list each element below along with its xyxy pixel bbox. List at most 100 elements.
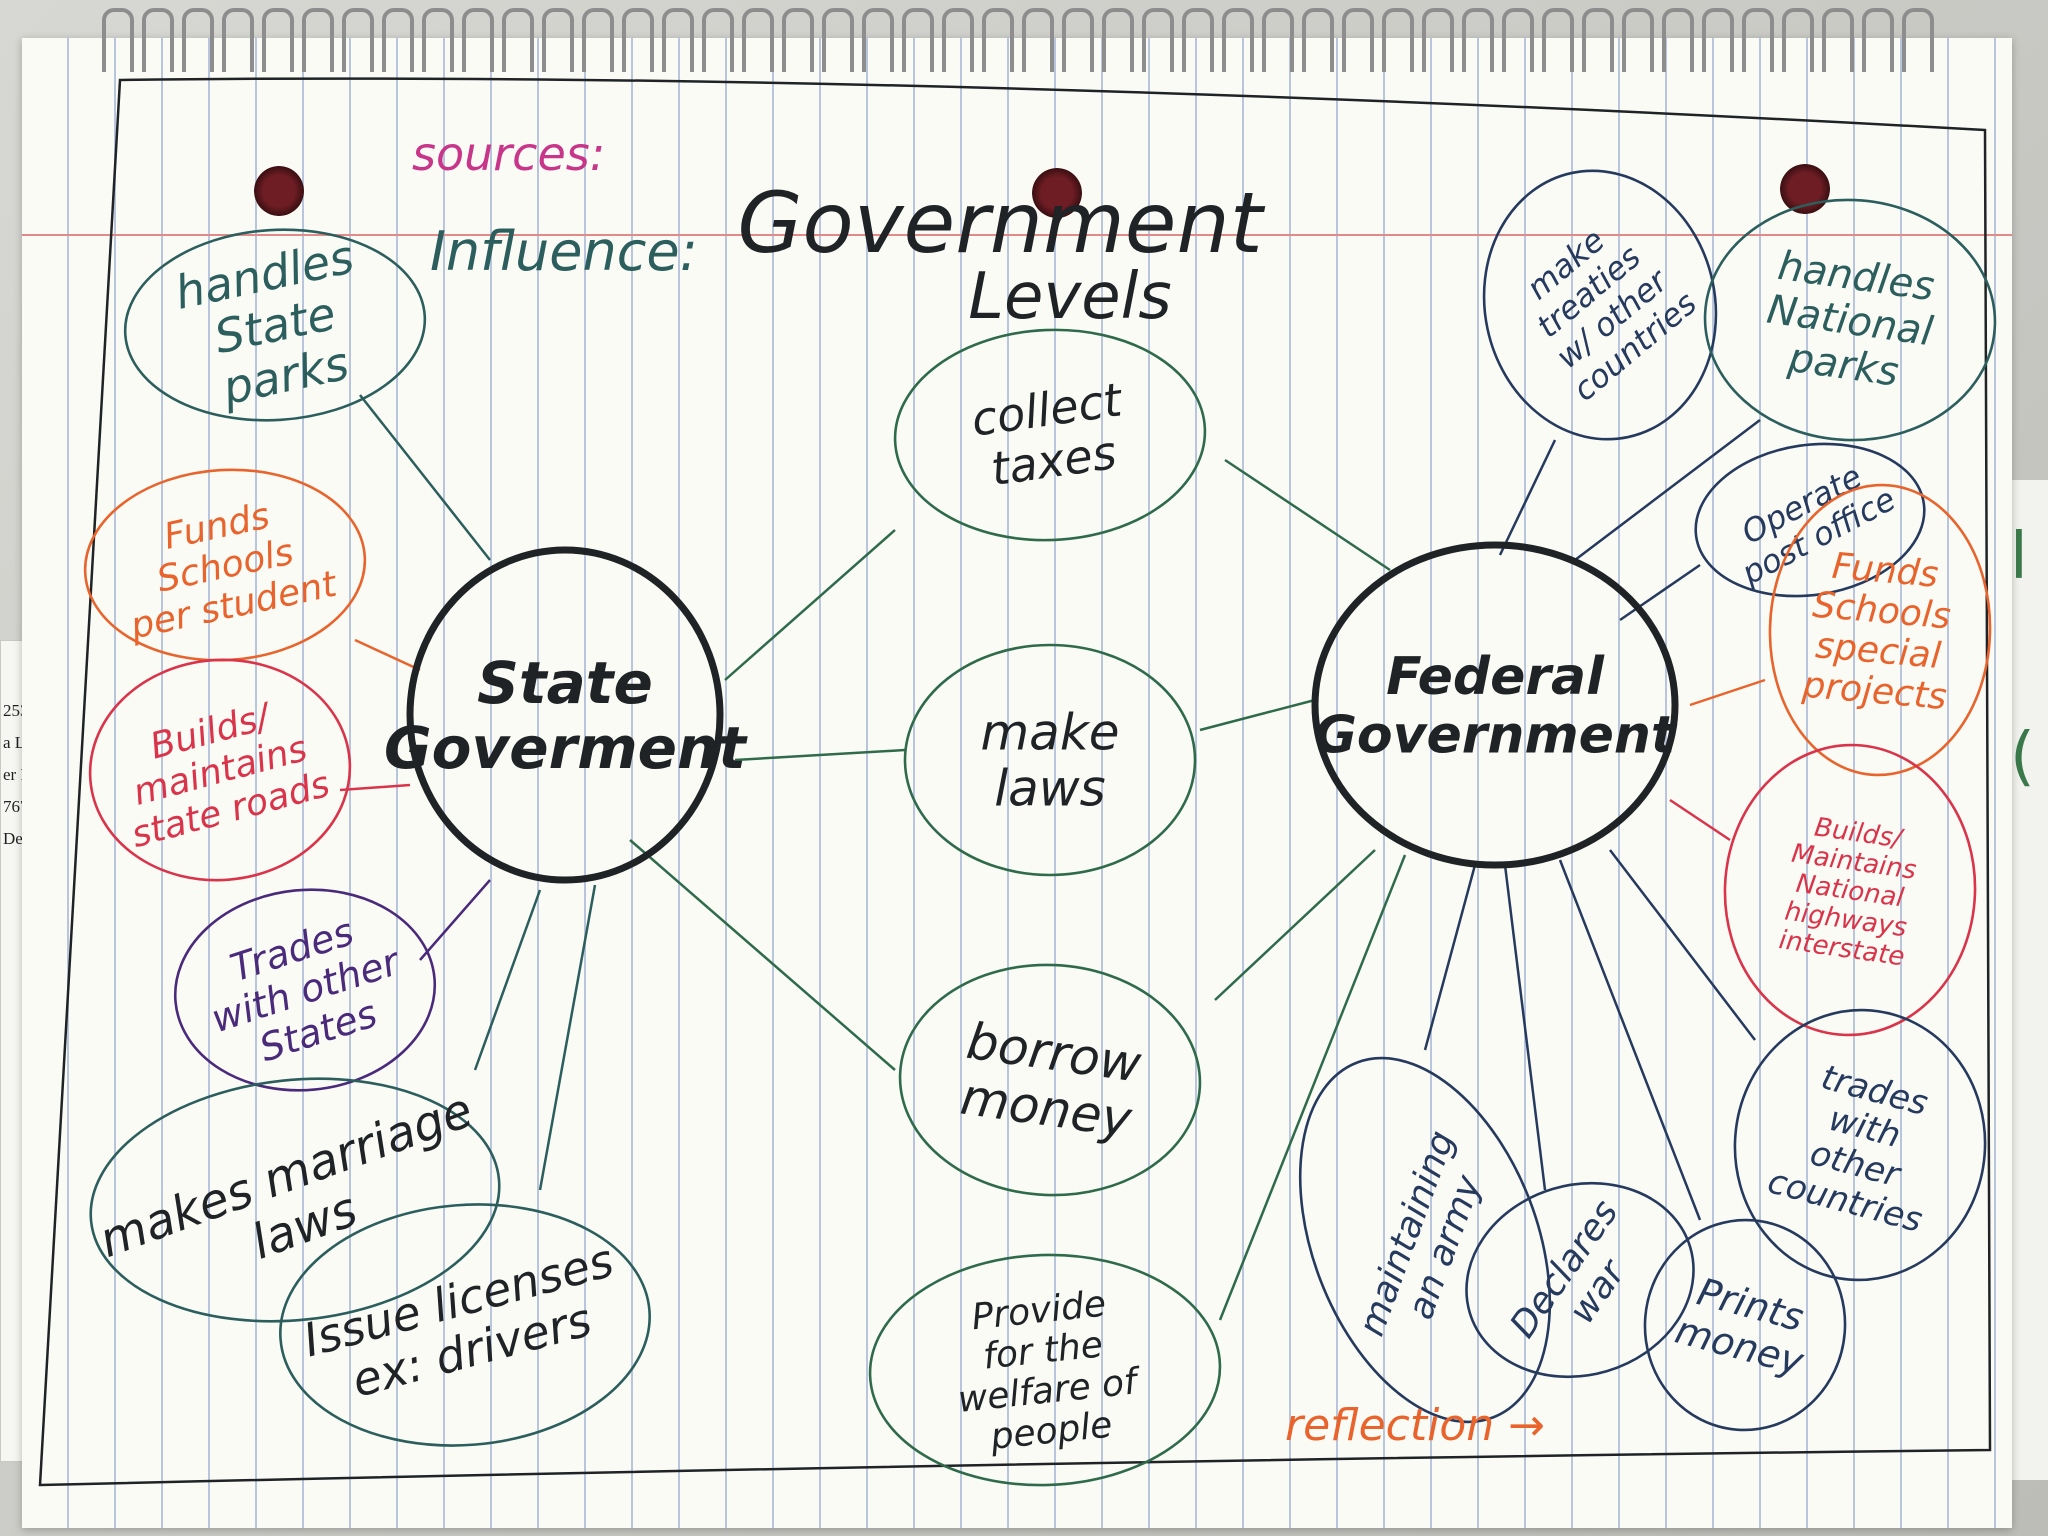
connector-line: [1609, 849, 1756, 1041]
sources-label: sources:: [412, 127, 605, 181]
node-label: Builds/MaintainsNationalhighwaysintersta…: [1777, 810, 1923, 973]
punch-hole: [254, 166, 304, 216]
spiral-coil: [742, 8, 774, 72]
shared-node: borrowmoney: [898, 963, 1202, 1197]
node-label: Builds/maintainsstate roads: [106, 686, 334, 856]
federal-node: tradeswithothercountries: [1733, 1008, 1987, 1282]
spiral-coil: [1742, 8, 1774, 72]
connector-line: [629, 839, 896, 1071]
connector-line: [724, 529, 896, 681]
spiral-coil: [1182, 8, 1214, 72]
punch-hole: [1032, 168, 1082, 218]
node-outline: [1298, 1056, 1552, 1424]
node-label: tradeswithothercountries: [1764, 1051, 1957, 1241]
node-label: maketreatiesw/ othercountries: [1496, 202, 1703, 409]
state-node: handlesStateparks: [123, 228, 427, 422]
connector-line: [1619, 563, 1701, 622]
spiral-coil: [1302, 8, 1334, 72]
spiral-coil: [462, 8, 494, 72]
spiral-coil: [182, 8, 214, 72]
connector-line: [1558, 859, 1702, 1221]
connector-line: [1224, 458, 1391, 572]
spiral-coil: [102, 8, 134, 72]
node-outline: [88, 658, 352, 882]
node-label: handlesNationalparks: [1758, 242, 1942, 399]
node-label: Tradeswith otherStates: [193, 898, 420, 1081]
spiral-coil: [1222, 8, 1254, 72]
node-outline: [123, 228, 427, 422]
connector-line: [359, 394, 491, 561]
spiral-coil: [902, 8, 934, 72]
connector-line: [339, 783, 411, 792]
node-label: Declareswar: [1502, 1193, 1659, 1369]
spiral-coil: [1142, 8, 1174, 72]
spiral-coil: [702, 8, 734, 72]
node-outline: [1694, 442, 1926, 598]
shared-node: collecttaxes: [893, 328, 1207, 542]
background-scribble: l: [2010, 520, 2028, 594]
node-outline: [893, 328, 1207, 542]
node-outline: [898, 963, 1202, 1197]
state-node: FundsSchoolsper student: [83, 468, 367, 662]
node-outline: [1703, 198, 1997, 442]
connector-line: [1214, 849, 1376, 1001]
spiral-coil: [1022, 8, 1054, 72]
node-outline: [1465, 1181, 1695, 1379]
margin-line: [22, 234, 2012, 236]
spiral-coil: [1102, 8, 1134, 72]
node-label: FundsSchoolsspecialprojects: [1800, 544, 1959, 718]
connector-lines: [339, 394, 1766, 1321]
connector-line: [1218, 854, 1407, 1321]
spiral-coil: [422, 8, 454, 72]
federal-node: FundsSchoolsspecialprojects: [1768, 483, 1992, 777]
influence-label: Influence:: [430, 220, 698, 283]
connector-line: [538, 884, 597, 1191]
spiral-coil: [1902, 8, 1934, 72]
spiral-coil: [302, 8, 334, 72]
spiral-coil: [662, 8, 694, 72]
connector-line: [1669, 798, 1731, 842]
title-line-2: Levels: [968, 260, 1171, 334]
spiral-coil: [1822, 8, 1854, 72]
connector-line: [1498, 439, 1557, 556]
node-outline: [1723, 743, 1977, 1037]
node-label: Providefor thewelfare ofpeople: [947, 1281, 1148, 1461]
spiral-coil: [1662, 8, 1694, 72]
title-line-1: Government: [737, 174, 1265, 272]
spiral-coil: [1862, 8, 1894, 72]
spiral-coil: [862, 8, 894, 72]
spiral-coil: [1502, 8, 1534, 72]
federal-node: maketreatiesw/ othercountries: [1482, 169, 1718, 441]
spiral-coil: [1622, 8, 1654, 72]
state-node: Builds/maintainsstate roads: [88, 658, 352, 882]
spiral-coil: [1462, 8, 1494, 72]
connector-line: [354, 638, 421, 672]
node-outline: [868, 1253, 1222, 1487]
node-outline: [173, 888, 437, 1092]
spiral-coil: [1542, 8, 1574, 72]
spiral-coil: [982, 8, 1014, 72]
connector-line: [1423, 864, 1477, 1051]
connector-line: [1574, 419, 1761, 561]
connector-line: [1689, 678, 1766, 707]
connector-line: [419, 879, 491, 961]
spiral-coil: [1582, 8, 1614, 72]
node-label: borrowmoney: [955, 1012, 1144, 1149]
spiral-coil: [382, 8, 414, 72]
spiral-coil: [502, 8, 534, 72]
spiral-coil: [782, 8, 814, 72]
spiral-coil: [1422, 8, 1454, 72]
page-border: [38, 77, 1992, 1487]
federal-node: handlesNationalparks: [1703, 198, 1997, 442]
spiral-coil: [1342, 8, 1374, 72]
node-outline: [279, 1203, 651, 1447]
node-label: maintainingan army: [1351, 1126, 1501, 1355]
connector-line: [1199, 698, 1316, 732]
spiral-coil: [1262, 8, 1294, 72]
node-outline: [1733, 1008, 1987, 1282]
spiral-coil: [1382, 8, 1414, 72]
